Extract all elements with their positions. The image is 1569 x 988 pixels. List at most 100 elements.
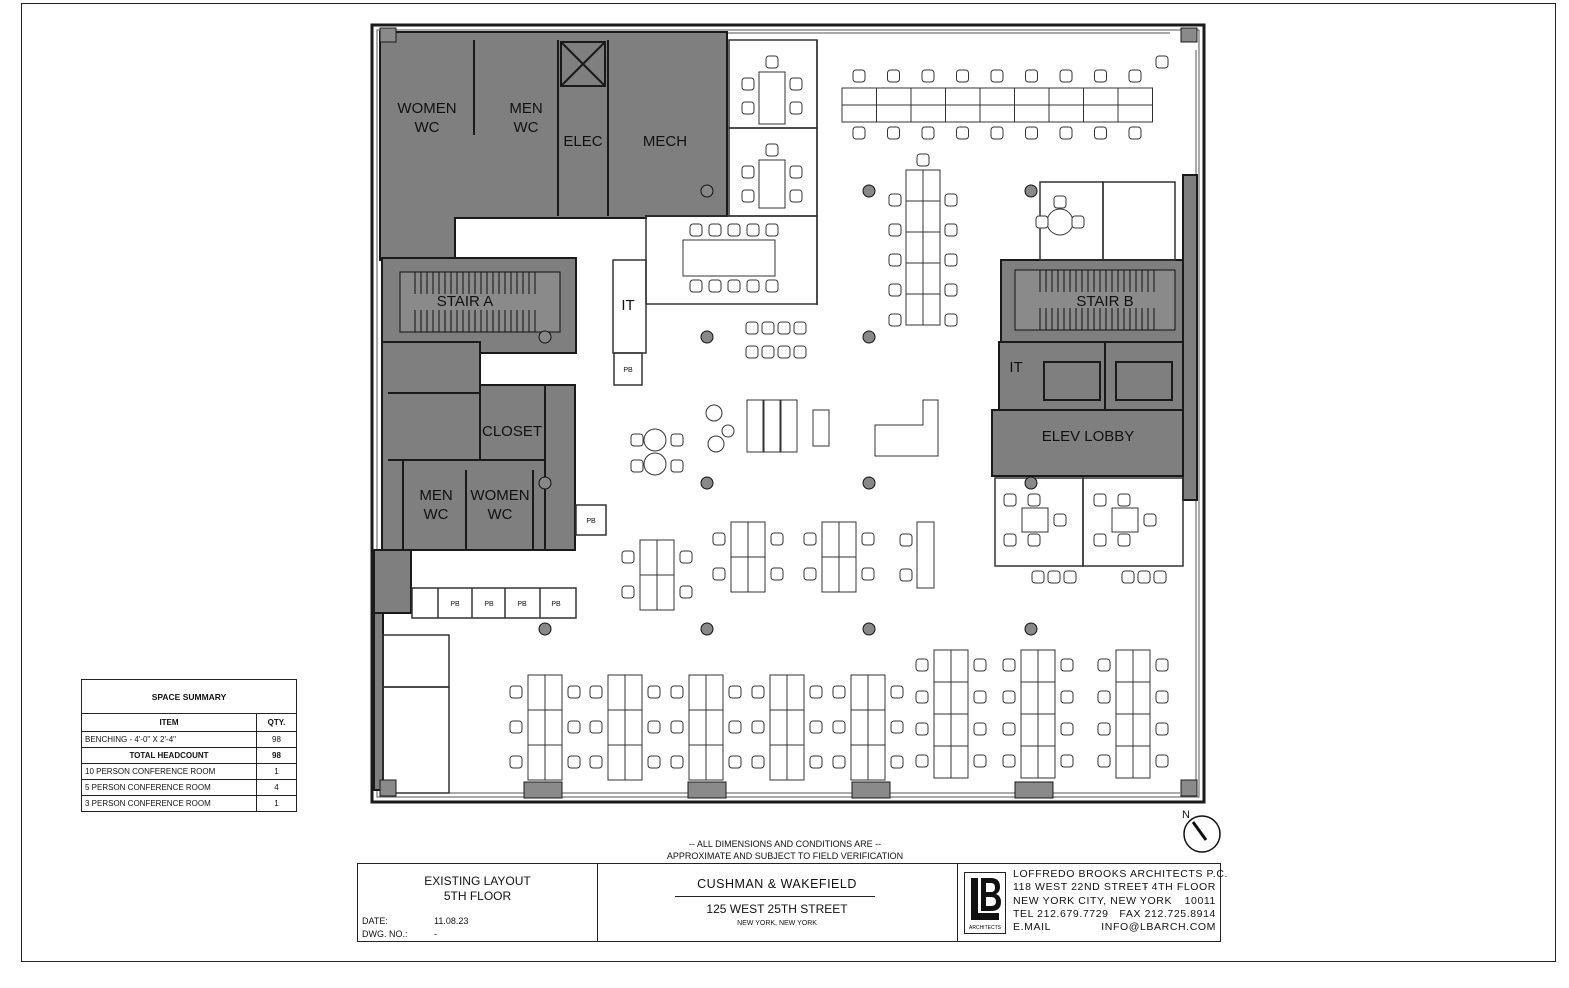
chair [1053,195,1067,209]
round-columns [538,184,1038,636]
chair [1097,690,1111,704]
desk [682,239,776,277]
desk [656,574,675,611]
label-pb: PB [517,601,527,608]
desk [850,744,869,781]
chair [727,279,741,293]
chair [777,321,791,335]
desk [769,709,788,746]
architect-street: 118 WEST 22ND STREET [1013,881,1149,894]
chair [1097,658,1111,672]
chair [679,585,693,599]
pb-row [411,587,577,619]
col-qty: QTY. [256,713,297,732]
field-verification-note: -- ALL DIMENSIONS AND CONDITIONS ARE -- … [640,838,930,862]
round-column [862,184,876,198]
building-inner-line [376,29,1200,798]
column [379,27,397,43]
chair [567,755,581,769]
desk [786,674,805,711]
label-stair-b: STAIR B [1076,293,1133,310]
chair [1063,570,1077,584]
chair [1094,69,1107,83]
row-qty: 98 [256,731,297,748]
desk [688,674,707,711]
logo-mark: ARCHITECTS [969,878,1002,931]
chair [1155,754,1169,768]
title-block-project-cell: CUSHMAN & WAKEFIELD 125 WEST 25TH STREET… [597,864,958,941]
desk [922,231,941,264]
column [523,781,563,799]
label-closet: CLOSET [482,423,542,440]
row-item: 3 PERSON CONFERENCE ROOM [81,795,257,812]
chair [621,585,635,599]
chair [861,567,875,581]
desk [922,200,941,233]
round-column [1024,184,1038,198]
chair [852,69,866,83]
label-women-wc-bottom-2: WC [488,506,513,523]
desk [1083,87,1119,106]
label-pb: PB [484,601,494,608]
desk [705,744,724,781]
architect-street-row: 118 WEST 22ND STREET - 4TH FLOOR [1013,881,1216,894]
chair [621,550,635,564]
chair [1071,215,1085,229]
chair [944,253,958,267]
round-column [1024,622,1038,636]
chair [990,126,1004,140]
row-qty: 1 [256,763,297,780]
chair [1153,570,1167,584]
chair [887,126,900,140]
chair [1025,69,1038,83]
chair [745,321,759,335]
north-arrow-needle [1191,821,1208,841]
desk [624,744,643,781]
chair [887,69,900,83]
chair [888,313,902,327]
chair [589,720,603,734]
conf-room-d [1082,477,1184,567]
desk [905,169,924,202]
chair [567,720,581,734]
chair [761,321,775,335]
room-labels: WOMEN WC MEN WC ELEC MECH IT STAIR A STA… [397,100,1134,608]
round-column [538,476,552,490]
chair [741,77,755,91]
table-row: TOTAL HEADCOUNT 98 [81,747,297,764]
desk [945,87,981,106]
chair [689,279,703,293]
chair [770,532,784,546]
chair [741,165,755,179]
left-edge-strip-2 [373,612,384,791]
chair [888,283,902,297]
pb-left [613,352,643,386]
chair [915,754,929,768]
chair [712,567,726,581]
round-table [643,428,667,452]
chair [1128,126,1142,140]
side-table [707,435,725,453]
desk [916,521,935,589]
chair [888,223,902,237]
label-women-wc-bottom: WOMEN [470,487,529,504]
chair [770,567,784,581]
row-item: 5 PERSON CONFERENCE ROOM [81,779,257,796]
right-edge-column [1182,174,1198,501]
chair [741,101,755,115]
elevator-cab [1043,361,1101,401]
drawing-frame [21,3,1556,962]
label-men-wc-bottom: MEN [419,487,452,504]
architect-city: NEW YORK CITY, NEW YORK [1013,894,1173,907]
sofa [874,399,939,457]
round-column [700,622,714,636]
chair [1155,722,1169,736]
desk [607,709,626,746]
chair [567,685,581,699]
chair [728,755,742,769]
desk [763,399,781,453]
desk [656,539,675,576]
desk [1020,713,1039,747]
row-qty: 1 [256,795,297,812]
chair [990,69,1004,83]
